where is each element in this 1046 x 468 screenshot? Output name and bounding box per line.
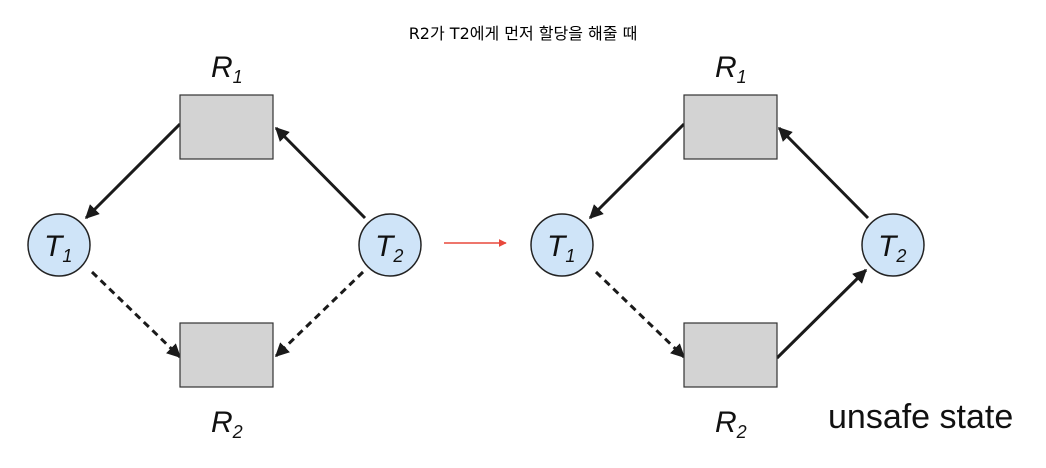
right-edge-r1-to-t1 — [588, 122, 686, 220]
left-t1-label: T1 — [44, 230, 72, 266]
left-thread-t1 — [27, 213, 91, 277]
left-r1-label: R1 — [211, 51, 243, 87]
left-resource-r1 — [179, 94, 274, 160]
left-resource-r2 — [179, 322, 274, 388]
right-resource-r2 — [683, 322, 778, 388]
right-r1-label: R1 — [715, 51, 747, 87]
right-graph: R1 R2 T1 T2 — [530, 51, 925, 442]
left-thread-t2 — [358, 213, 422, 277]
left-edge-r1-to-t1 — [84, 122, 182, 220]
right-thread-t2 — [861, 213, 925, 277]
right-edge-r2-to-t2 — [775, 268, 868, 360]
right-resource-r1 — [683, 94, 778, 160]
right-edge-t2-to-r1 — [777, 126, 870, 220]
right-thread-t1 — [530, 213, 594, 277]
right-r2-label: R2 — [715, 406, 747, 442]
left-edge-t1-to-r2 — [90, 270, 182, 359]
left-edge-t2-to-r2 — [274, 270, 365, 358]
right-t2-label: T2 — [878, 230, 906, 266]
right-t1-label: T1 — [547, 230, 575, 266]
left-graph: R1 R2 T1 T2 — [27, 51, 422, 442]
left-t2-label: T2 — [375, 230, 403, 266]
left-edge-t2-to-r1 — [274, 126, 367, 220]
right-edge-t1-to-r2 — [594, 270, 686, 359]
diagram-caption: R2가 T2에게 먼저 할당을 해줄 때 — [408, 24, 638, 43]
unsafe-state-label: unsafe state — [828, 398, 1014, 436]
left-r2-label: R2 — [211, 406, 243, 442]
